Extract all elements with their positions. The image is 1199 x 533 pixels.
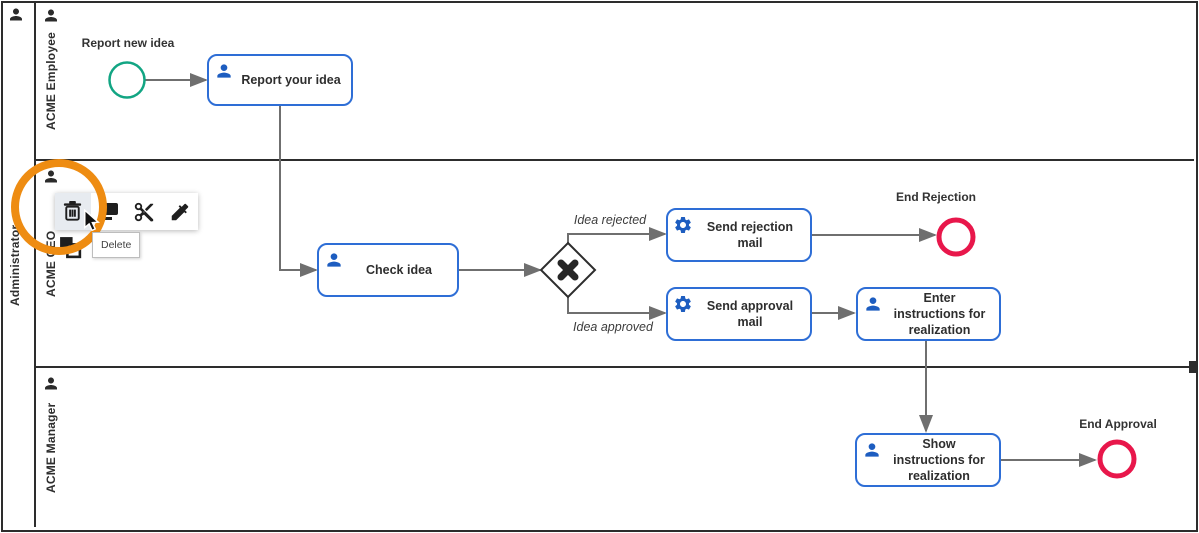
start-event-label: Report new idea	[81, 36, 175, 50]
lane-label-acme-manager: ACME Manager	[44, 402, 58, 494]
user-task-icon	[217, 64, 231, 78]
task-label: Send approval mail	[706, 298, 794, 329]
user-task-icon	[866, 297, 880, 311]
mouse-cursor-icon	[84, 209, 100, 232]
task-label: Check idea	[365, 262, 432, 277]
person-icon	[10, 8, 22, 21]
annotation-circle	[11, 159, 107, 255]
pool-label: Administrator	[8, 224, 22, 306]
service-task-icon	[675, 217, 691, 233]
task-label: Send rejection mail	[706, 219, 794, 250]
edge-label-idea-approved: Idea approved	[573, 320, 653, 334]
end-rejection-label: End Rejection	[895, 190, 976, 204]
task-label: Enter instructions for realization	[893, 290, 986, 338]
person-icon	[45, 377, 57, 390]
edge-label-idea-rejected: Idea rejected	[573, 213, 647, 227]
task-enter-instructions[interactable]: Enter instructions for realization	[856, 287, 1001, 341]
scissors-icon	[135, 202, 154, 222]
lane-label-acme-employee: ACME Employee	[44, 32, 58, 130]
tooltip: Delete	[92, 232, 141, 258]
task-check-idea[interactable]: Check idea	[317, 243, 459, 297]
lane-divider-employee-ceo[interactable]	[36, 159, 1194, 161]
cut-button[interactable]	[127, 193, 163, 230]
task-label: Show instructions for realization	[893, 436, 985, 484]
task-send-rejection-mail[interactable]: Send rejection mail	[666, 208, 812, 262]
task-label: Report your idea	[241, 72, 341, 87]
person-icon	[45, 9, 57, 22]
end-approval-label: End Approval	[1079, 417, 1157, 431]
service-task-icon	[675, 296, 691, 312]
user-task-icon	[865, 443, 879, 457]
user-task-icon	[327, 253, 341, 267]
task-report-your-idea[interactable]: Report your idea	[207, 54, 353, 106]
lane-divider-ceo-manager[interactable]	[36, 366, 1194, 368]
task-send-approval-mail[interactable]: Send approval mail	[666, 287, 812, 341]
color-picker-button[interactable]	[162, 193, 198, 230]
selection-handle[interactable]	[1189, 361, 1198, 373]
eyedropper-icon	[171, 203, 189, 220]
pool-header-divider	[34, 3, 36, 527]
task-show-instructions[interactable]: Show instructions for realization	[855, 433, 1001, 487]
